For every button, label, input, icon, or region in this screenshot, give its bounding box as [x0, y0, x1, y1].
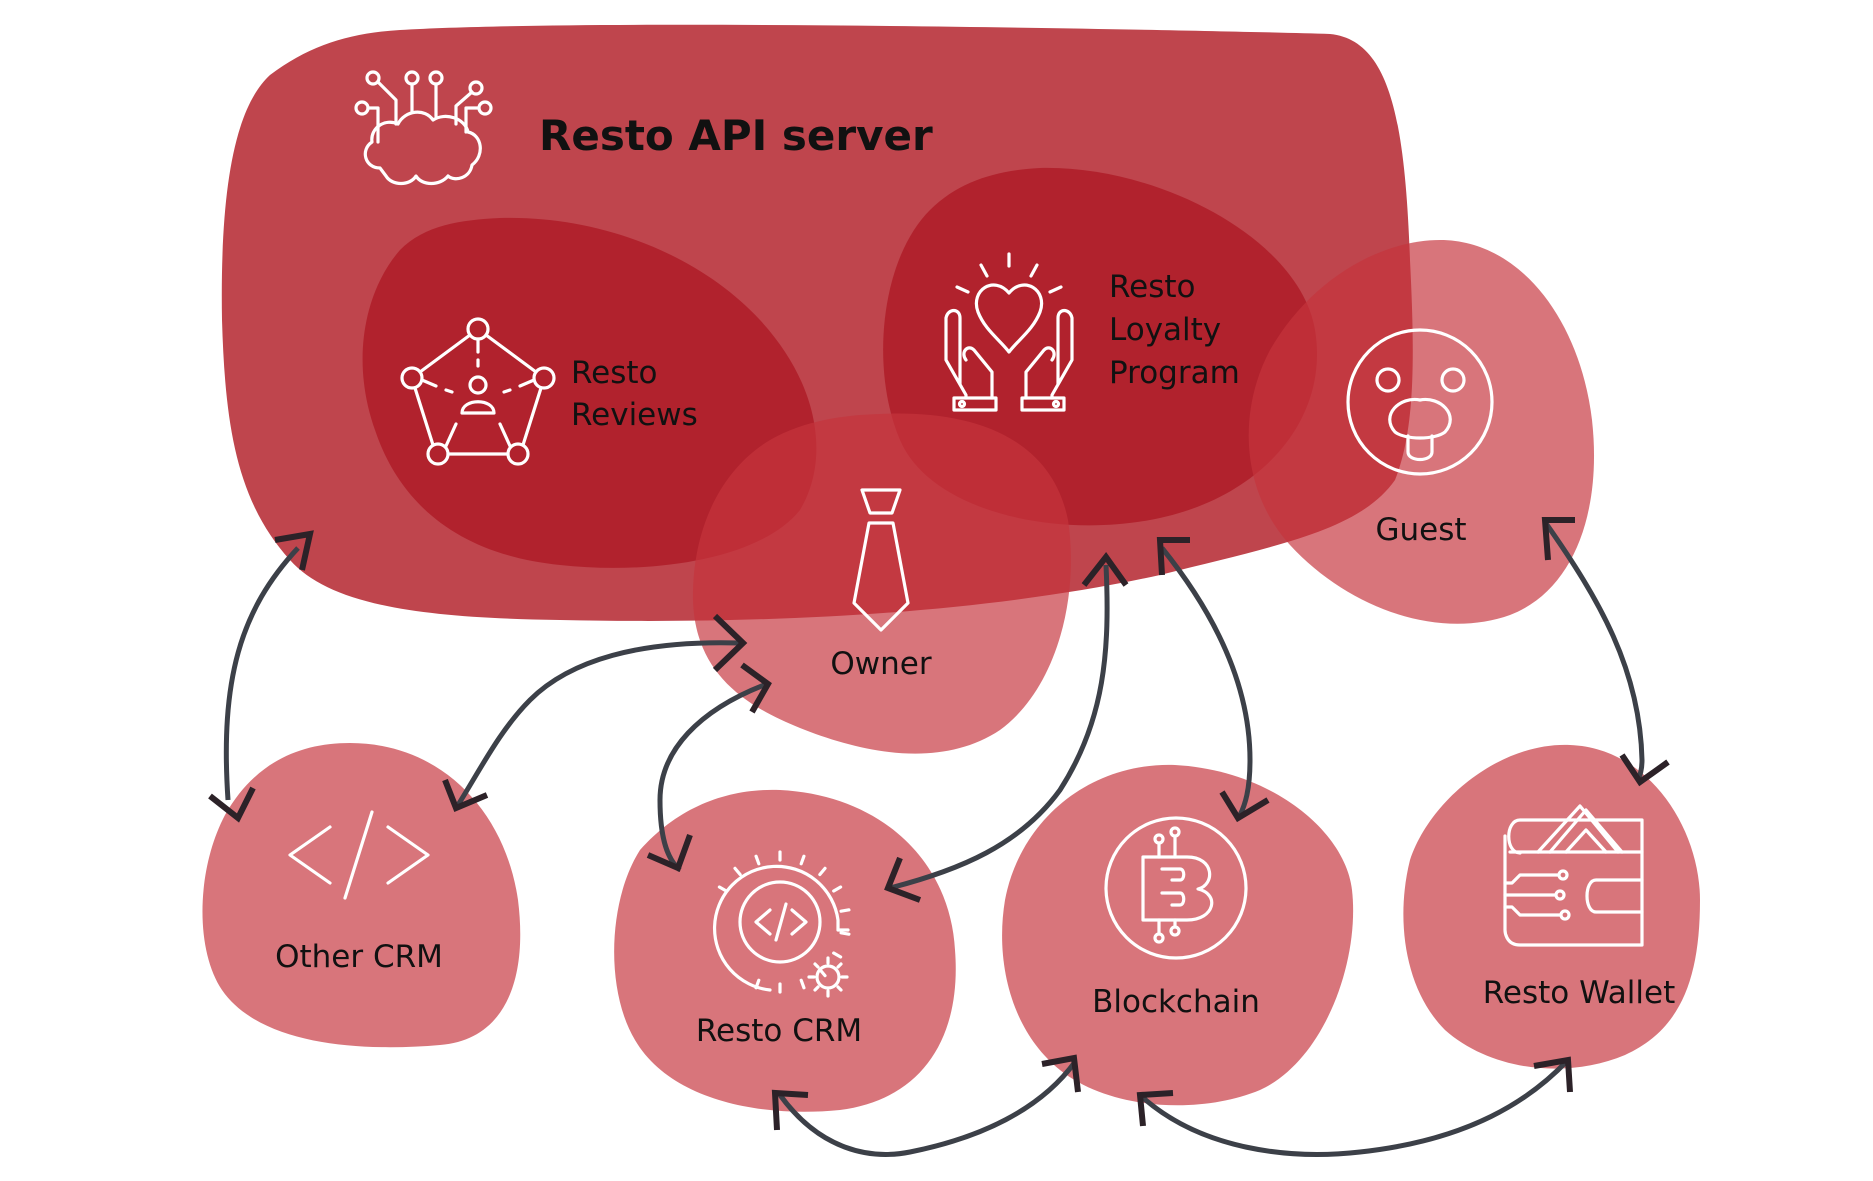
cloud-network-icon: [354, 70, 493, 186]
arrowhead-icon: [1156, 537, 1190, 576]
resto-crm-label: Resto CRM: [696, 1013, 862, 1049]
gear-tooth: [717, 885, 728, 893]
connection-api-blockchain: [1156, 537, 1270, 823]
resto-wallet-label: Resto Wallet: [1483, 975, 1675, 1011]
arrowhead-icon: [740, 662, 772, 714]
tongue-face-icon: [1346, 328, 1494, 476]
wallet-circuit-icon: [1503, 804, 1644, 947]
reviews-label-line1: Resto: [571, 355, 658, 391]
resto-crm-blob: [614, 789, 956, 1112]
guest-blob: [1248, 240, 1595, 624]
code-brackets-icon: [288, 810, 430, 900]
arrowhead-icon: [208, 786, 256, 823]
loyalty-label-line2: Loyalty: [1109, 312, 1221, 348]
hands-heart-icon: [944, 252, 1074, 412]
loyalty-label-line1: Resto: [1109, 269, 1196, 305]
gear-tooth: [832, 885, 843, 893]
arrowhead-icon: [1619, 753, 1670, 787]
code-gear-icon: [712, 850, 851, 998]
arrowhead-icon: [442, 778, 489, 812]
guest-label: Guest: [1375, 512, 1466, 548]
reviews-label-line2: Reviews: [571, 397, 698, 433]
gear-tooth: [754, 978, 761, 990]
gear-tooth: [818, 866, 827, 877]
connection-api-restocrm: [884, 551, 1129, 903]
gear-tooth: [754, 854, 761, 866]
connection-api-othercrm: [208, 530, 314, 823]
gear-tooth: [832, 951, 843, 959]
tie-icon: [852, 488, 910, 632]
connection-blockchain-wallet: [1136, 1056, 1573, 1157]
connection-owner-restocrm: [646, 662, 772, 873]
owner-blob: [692, 413, 1071, 754]
connection-owner-othercrm: [442, 613, 748, 812]
arrowhead-icon: [1533, 1056, 1573, 1093]
api-server-title: Resto API server: [539, 111, 933, 160]
connection-guest-wallet: [1541, 517, 1670, 787]
arrowhead-icon: [771, 1089, 809, 1131]
arrowhead-icon: [1219, 790, 1270, 823]
blockchain-label: Blockchain: [1092, 984, 1260, 1020]
gear-tooth: [799, 978, 806, 990]
gear-tooth: [799, 854, 806, 866]
arrowhead-icon: [274, 530, 314, 571]
gear-tooth: [839, 908, 851, 913]
owner-label: Owner: [830, 646, 931, 682]
other-crm-label: Other CRM: [275, 939, 443, 975]
network-people-icon: [400, 317, 556, 466]
reviews-module-blob: [362, 217, 817, 568]
arrowhead-icon: [1081, 551, 1129, 587]
arrowhead-icon: [1136, 1090, 1174, 1127]
resto-wallet-blob: [1403, 744, 1700, 1069]
gear-tooth: [839, 931, 851, 936]
arrowhead-icon: [1541, 517, 1575, 561]
loyalty-label-line3: Program: [1109, 355, 1240, 391]
gear-tooth: [733, 866, 742, 877]
other-crm-blob: [202, 743, 521, 1048]
arrowhead-icon: [712, 613, 748, 673]
arrowhead-icon: [646, 833, 693, 873]
arrowhead-icon: [884, 856, 922, 903]
bitcoin-circuit-icon: [1104, 816, 1248, 960]
arrowhead-icon: [1041, 1054, 1081, 1093]
connection-restocrm-blockchain: [771, 1054, 1081, 1157]
